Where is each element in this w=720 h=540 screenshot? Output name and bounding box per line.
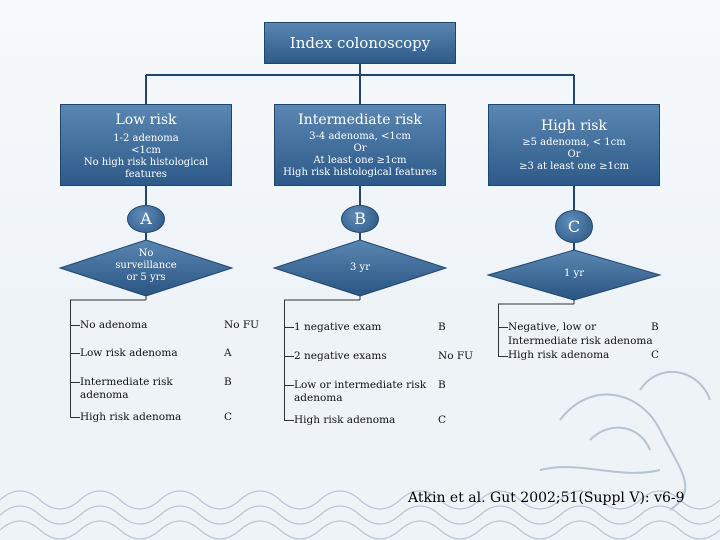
root-label: Index colonoscopy bbox=[289, 34, 431, 52]
outcome-intermediate-0-action: B bbox=[438, 321, 446, 333]
outcome-high-2-action: C bbox=[651, 349, 660, 361]
risk-title-intermediate: Intermediate risk bbox=[298, 112, 422, 128]
letter-circle-intermediate: B bbox=[341, 205, 379, 233]
outcome-low-2-label: Intermediate risk adenoma bbox=[80, 376, 173, 401]
outcome-low-0-label: No adenoma bbox=[80, 319, 148, 331]
bracket-intermediate bbox=[284, 300, 285, 420]
outcome-low-3-action: C bbox=[224, 411, 233, 423]
letter-low: A bbox=[140, 209, 152, 228]
outcome-high-0-action: B bbox=[651, 321, 659, 333]
outcome-low-0-action: No FU bbox=[224, 319, 259, 331]
risk-details-high: ≥5 adenoma, < 1cm Or ≥3 at least one ≥1c… bbox=[519, 137, 629, 172]
risk-title-low: Low risk bbox=[115, 112, 177, 128]
letter-circle-low: A bbox=[127, 205, 165, 233]
tick bbox=[284, 385, 294, 386]
outcome-intermediate-1-action: No FU bbox=[438, 350, 473, 362]
outcome-intermediate-1-label: 2 negative exams bbox=[294, 350, 387, 362]
outcome-intermediate-3-action: C bbox=[438, 414, 447, 426]
interval-low: No surveillance or 5 yrs bbox=[115, 248, 177, 283]
tick bbox=[70, 353, 80, 354]
letter-high: C bbox=[567, 217, 581, 236]
outcome-low-1-label: Low risk adenoma bbox=[80, 347, 178, 359]
tick bbox=[498, 327, 508, 328]
outcome-intermediate-0-label: 1 negative exam bbox=[294, 321, 382, 333]
outcome-low-1-action: A bbox=[224, 347, 232, 359]
tick bbox=[284, 327, 294, 328]
bracket-low bbox=[70, 300, 71, 418]
risk-box-intermediate: Intermediate risk 3-4 adenoma, <1cm Or A… bbox=[274, 104, 446, 186]
interval-high: 1 yr bbox=[564, 268, 584, 279]
interval-intermediate: 3 yr bbox=[350, 262, 370, 273]
outcome-intermediate-2-action: B bbox=[438, 379, 446, 391]
risk-box-high: High risk ≥5 adenoma, < 1cm Or ≥3 at lea… bbox=[488, 104, 660, 186]
tick bbox=[70, 417, 80, 418]
tick bbox=[70, 382, 80, 383]
risk-details-low: 1-2 adenoma <1cm No high risk histologic… bbox=[83, 133, 209, 180]
tick bbox=[498, 356, 508, 357]
tick bbox=[70, 325, 80, 326]
outcome-low-2-action: B bbox=[224, 376, 232, 388]
risk-details-intermediate: 3-4 adenoma, <1cm Or At least one ≥1cm H… bbox=[283, 131, 437, 178]
outcome-high-2-label: High risk adenoma bbox=[508, 349, 610, 361]
risk-box-low: Low risk 1-2 adenoma <1cm No high risk h… bbox=[60, 104, 232, 186]
outcome-low-3-label: High risk adenoma bbox=[80, 411, 182, 423]
outcome-intermediate-3-label: High risk adenoma bbox=[294, 414, 396, 426]
outcome-high-0-label: Negative, low or bbox=[508, 321, 597, 333]
citation: Atkin et al. Gut 2002;51(Suppl V): v6-9 bbox=[408, 490, 685, 506]
outcome-intermediate-2-label: Low or intermediate risk adenoma bbox=[294, 379, 427, 404]
tick bbox=[284, 420, 294, 421]
root-box: Index colonoscopy bbox=[264, 22, 456, 64]
tick bbox=[284, 356, 294, 357]
bracket-high bbox=[498, 304, 499, 356]
outcome-high-1-label: Intermediate risk adenoma bbox=[508, 335, 653, 347]
letter-circle-high: C bbox=[555, 210, 593, 243]
letter-intermediate: B bbox=[354, 209, 366, 228]
risk-title-high: High risk bbox=[541, 118, 607, 134]
